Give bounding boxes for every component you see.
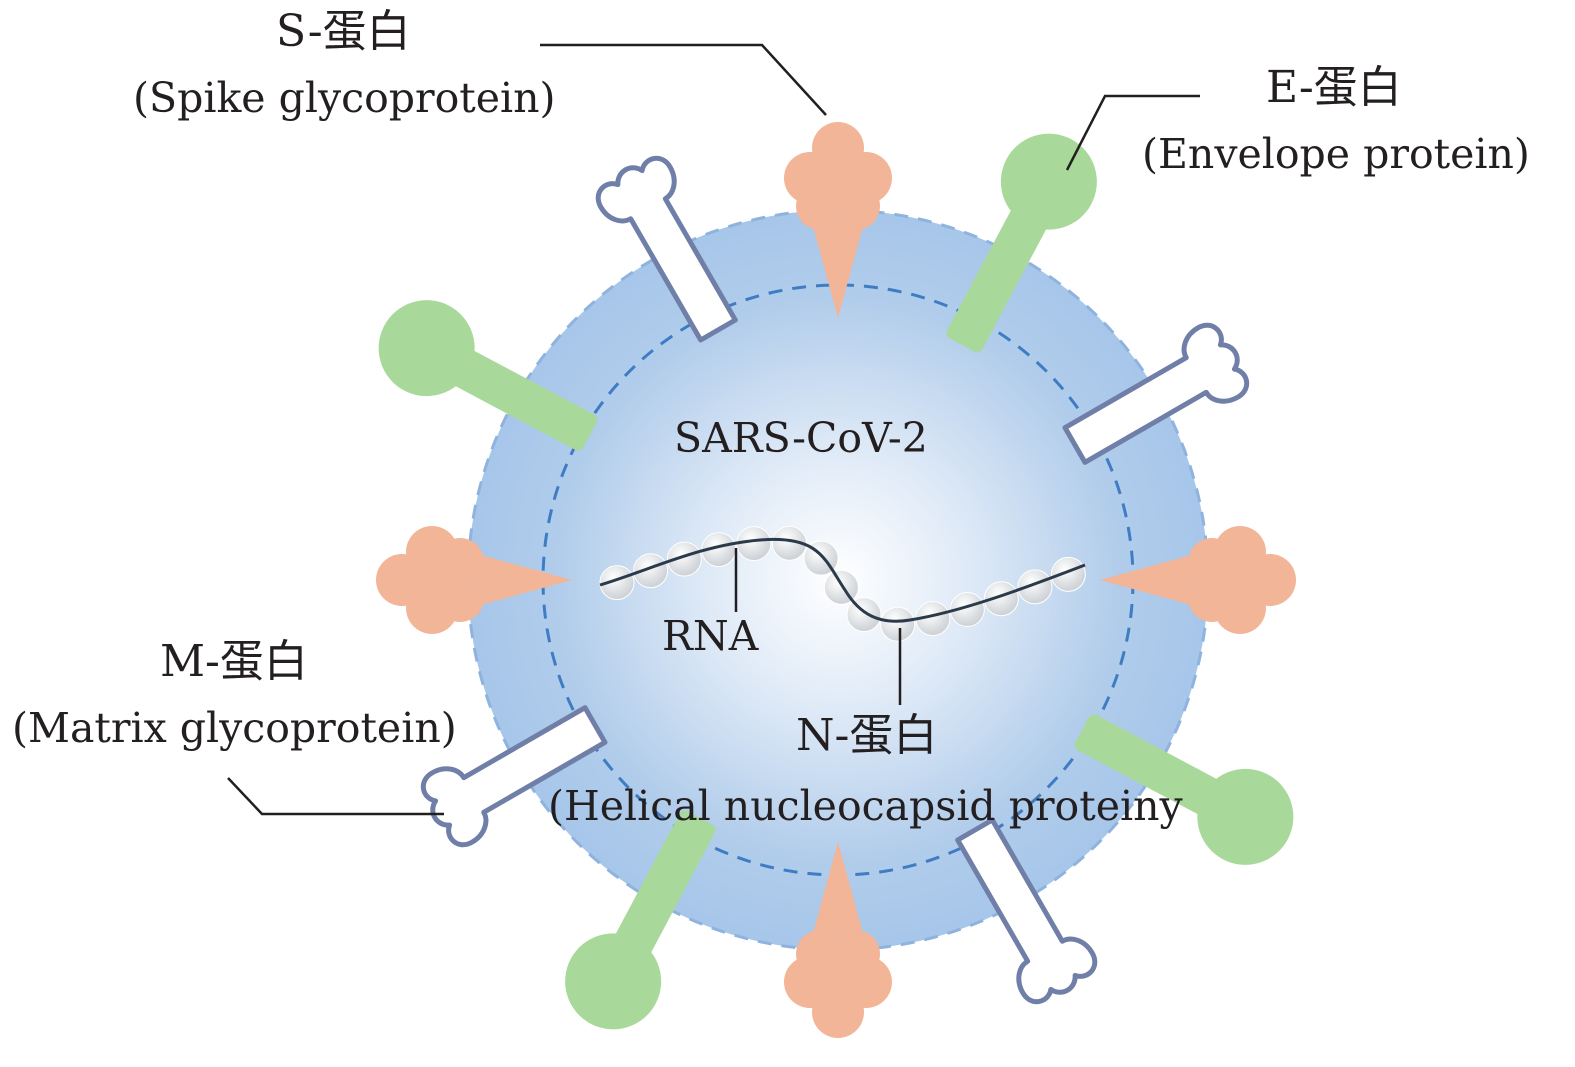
rna-line xyxy=(599,537,1086,623)
m-protein-name: M-蛋白 xyxy=(160,636,308,687)
n-protein-bead xyxy=(983,581,1019,617)
virus-title: SARS-CoV-2 xyxy=(674,414,928,462)
e-protein-name: E-蛋白 xyxy=(1266,62,1402,113)
rna-strand xyxy=(599,525,1086,642)
n-protein-bead xyxy=(846,597,882,633)
n-protein-bead xyxy=(771,525,807,561)
n-protein-name: N-蛋白 xyxy=(796,710,938,761)
rna-label: RNA xyxy=(662,612,759,660)
n-protein-bead xyxy=(1017,569,1053,605)
e-protein-fullname: (Envelope protein) xyxy=(1142,130,1530,178)
leader-lines xyxy=(227,43,1200,816)
m-protein-leader xyxy=(227,777,444,816)
s-protein-fullname: (Spike glycoprotein) xyxy=(133,74,556,122)
s-protein-name: S-蛋白 xyxy=(276,6,411,57)
n-protein-fullname: (Helical nucleocapsid proteiny xyxy=(548,782,1183,830)
n-protein-bead xyxy=(633,553,669,589)
n-protein-bead xyxy=(599,565,635,601)
m-protein-fullname: (Matrix glycoprotein) xyxy=(12,704,457,752)
n-protein-bead xyxy=(949,592,985,628)
s-protein-leader xyxy=(540,43,827,116)
n-protein-bead xyxy=(666,541,702,577)
e-protein-leader xyxy=(1065,94,1200,171)
n-protein-bead xyxy=(880,606,916,642)
n-protein-bead xyxy=(1050,556,1086,592)
